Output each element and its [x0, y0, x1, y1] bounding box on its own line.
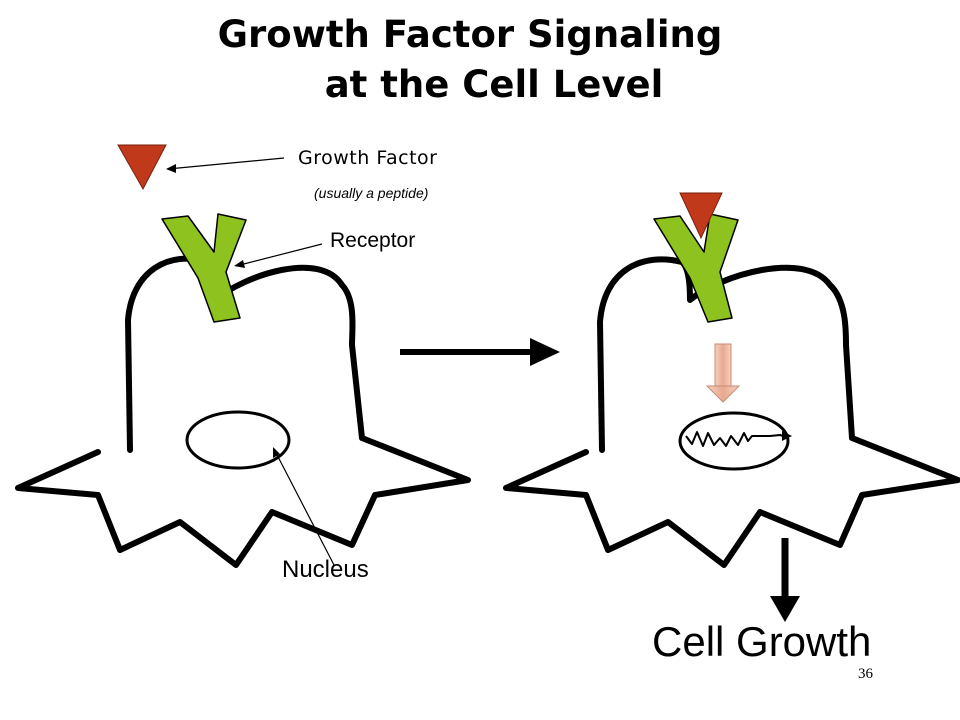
nucleus-activity-arrowhead — [782, 431, 792, 441]
growth-factor-pointer-head — [166, 164, 176, 173]
page-number: 36 — [858, 666, 873, 682]
signal-arrow-head — [705, 385, 741, 403]
nucleus-pointer — [273, 448, 335, 566]
growth-factor-note: (usually a peptide) — [314, 185, 429, 201]
slide-title: Growth Factor Signaling at the Cell Leve… — [130, 10, 810, 110]
receptor-pointer-head — [234, 260, 245, 268]
signal-arrow-shaft — [714, 343, 732, 387]
slide-title-line1: Growth Factor Signaling — [217, 13, 723, 56]
nucleus-activity-squiggle — [685, 431, 787, 447]
nucleus-label: Nucleus — [282, 556, 369, 583]
output-arrow-head — [770, 596, 800, 622]
growth-factor-free — [117, 144, 167, 191]
cell-membrane-right — [503, 256, 960, 568]
nucleus-left — [185, 410, 291, 470]
slide-title-line2: at the Cell Level — [324, 63, 664, 106]
cell-membrane-left — [15, 255, 471, 568]
nucleus-pointer-head — [273, 447, 280, 458]
growth-factor-pointer — [167, 157, 285, 170]
receptor-left — [161, 213, 247, 323]
receptor-label: Receptor — [330, 229, 416, 252]
cell-growth-label: Cell Growth — [652, 618, 872, 665]
growth-factor-label: Growth Factor — [298, 147, 438, 169]
receptor-pointer — [235, 243, 323, 267]
growth-factor-bound — [679, 192, 723, 240]
transition-arrow-head — [530, 338, 560, 366]
receptor-right — [653, 213, 739, 323]
